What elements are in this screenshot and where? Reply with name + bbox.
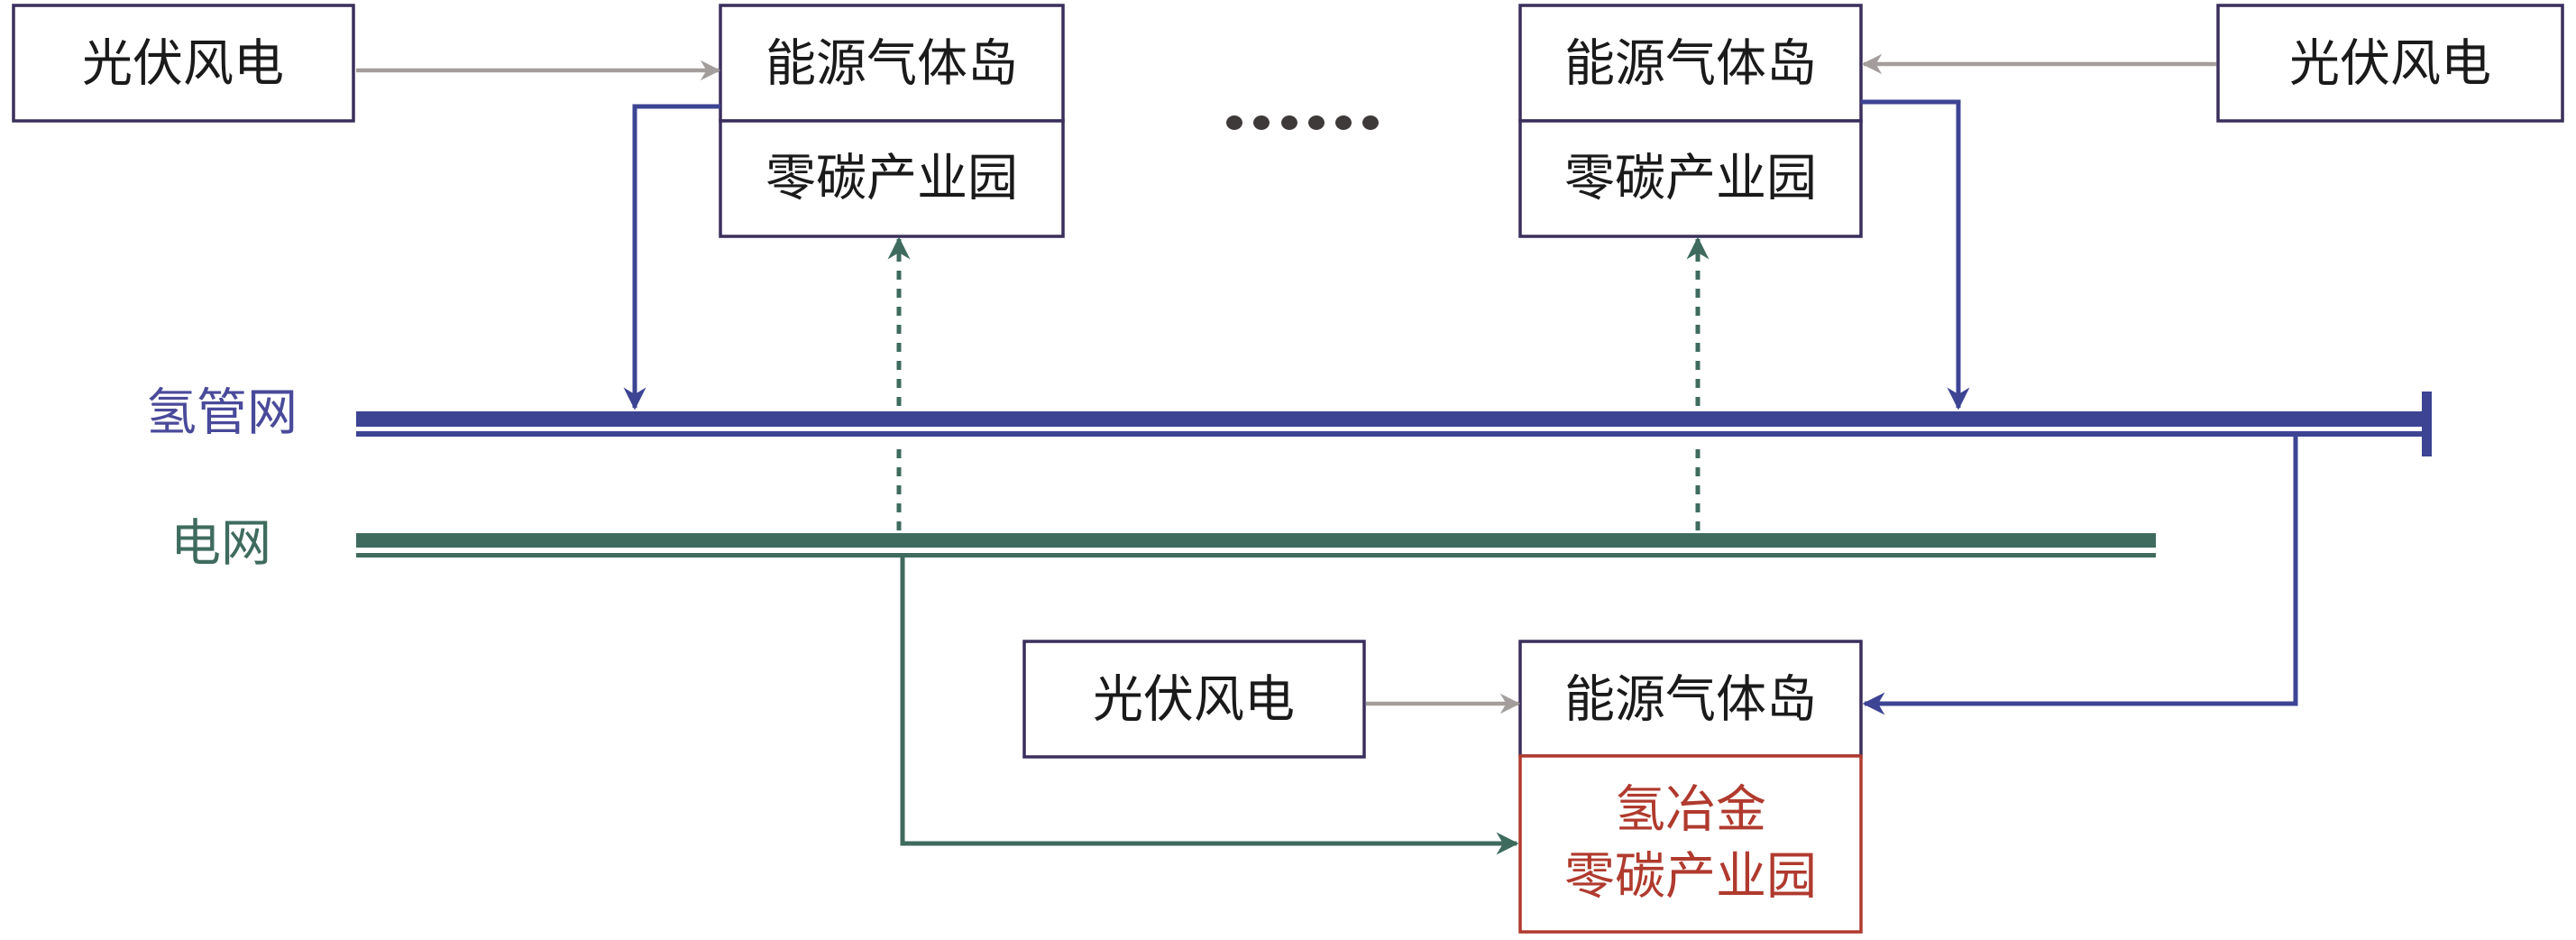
hydrogen-metallurgy-label: 氢冶金	[1615, 781, 1766, 840]
pv-wind-box-top-left[interactable]: 光伏风电	[12, 4, 355, 123]
island-right-top-label: 能源气体岛	[1564, 35, 1817, 94]
pv-wind-label: 光伏风电	[82, 35, 284, 94]
hydrogen-pipe-end-cap	[2422, 392, 2432, 456]
hydrogen-metallurgy-park-frame	[1518, 754, 1863, 934]
pv-wind-box-top-right[interactable]: 光伏风电	[2216, 4, 2564, 123]
ellipsis-dots	[1226, 115, 1379, 130]
hydrogen-network-pipe	[356, 392, 2432, 456]
hydrogen-network-label: 氢管网	[146, 384, 298, 443]
energy-gas-island-left[interactable]: 能源气体岛 零碳产业园	[719, 4, 1065, 238]
pv-wind-label: 光伏风电	[1093, 671, 1295, 730]
pv-wind-box-top-left-frame	[12, 4, 355, 123]
pv-wind-label: 光伏风电	[2289, 35, 2491, 94]
grid-to-island-bottom	[900, 553, 1519, 855]
island-right-bottom-frame	[1518, 119, 1863, 238]
island-left-top-label: 能源气体岛	[765, 35, 1018, 94]
grid-flow-lines	[887, 236, 1710, 855]
power-grid-thin	[356, 553, 2156, 558]
pv-wind-box-top-right-frame	[2216, 4, 2564, 123]
power-grid-label: 电网	[170, 515, 271, 574]
pv-wind-box-bottom-frame	[1022, 640, 1366, 759]
hydrogen-flow-lines	[623, 99, 2298, 715]
h2-island-right-to-pipe	[1861, 99, 1970, 410]
h2-island-left-to-pipe	[623, 104, 720, 410]
ellipsis-dot	[1226, 115, 1242, 130]
island-left-bottom-frame	[719, 119, 1065, 238]
island-left-top-frame	[719, 4, 1065, 123]
hydrogen-pipe-thick	[356, 411, 2427, 427]
ellipsis-dot	[1253, 115, 1270, 130]
island-bottom-top-label: 能源气体岛	[1564, 671, 1817, 730]
zero-carbon-park-label: 零碳产业园	[1564, 848, 1817, 907]
ellipsis-dot	[1335, 115, 1352, 130]
h2-pipe-to-island-bottom	[1862, 437, 2298, 715]
power-grid-thick	[356, 533, 2156, 548]
island-right-top-frame	[1518, 4, 1863, 123]
renewable-supply-arrows	[356, 53, 2216, 714]
island-left-bottom-label: 零碳产业园	[765, 150, 1018, 208]
island-right-bottom-label: 零碳产业园	[1564, 150, 1817, 208]
ellipsis-dot	[1362, 115, 1379, 130]
hydrogen-pipe-thin	[356, 431, 2427, 437]
ellipsis-dot	[1308, 115, 1325, 130]
pv-wind-box-bottom[interactable]: 光伏风电	[1022, 640, 1366, 759]
ellipsis-dot	[1281, 115, 1297, 130]
power-grid-line	[356, 533, 2156, 558]
energy-gas-island-bottom[interactable]: 能源气体岛 氢冶金 零碳产业园	[1518, 640, 1863, 934]
energy-gas-island-right[interactable]: 能源气体岛 零碳产业园	[1518, 4, 1863, 238]
